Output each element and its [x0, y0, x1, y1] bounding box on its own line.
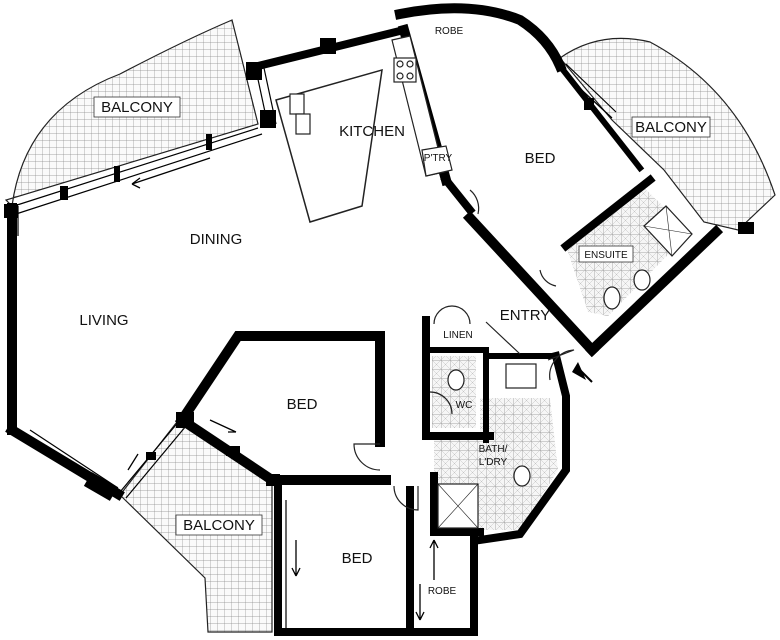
label-bed-south: BED	[342, 550, 373, 567]
toilet-icon	[447, 286, 621, 391]
label-bath-2: L'DRY	[479, 457, 508, 468]
label-linen: LINEN	[443, 330, 472, 341]
windows	[11, 63, 617, 628]
basin-icon	[505, 269, 651, 487]
label-bath-1: BATH/	[479, 444, 508, 455]
wc-floor	[432, 356, 476, 428]
label-balcony-ne: BALCONY	[635, 119, 707, 136]
label-robe-top: ROBE	[435, 26, 464, 37]
label-bed-center: BED	[287, 396, 318, 413]
pantry-cupboard	[421, 145, 453, 177]
label-robe-south: ROBE	[428, 586, 457, 597]
wall-posts	[4, 38, 754, 501]
kitchen-island	[275, 68, 383, 223]
door-swings	[353, 189, 575, 511]
shower-icon	[437, 205, 693, 529]
label-pantry: P'TRY	[424, 153, 453, 164]
label-bed-ne: BED	[525, 150, 556, 167]
label-living: LIVING	[79, 312, 128, 329]
label-wc: WC	[456, 400, 473, 411]
label-entry: ENTRY	[500, 307, 551, 324]
label-balcony-nw: BALCONY	[101, 99, 173, 116]
label-kitchen: KITCHEN	[339, 123, 405, 140]
cooktop-icon	[393, 57, 417, 83]
label-balcony-sw: BALCONY	[183, 517, 255, 534]
entry-arrow-icon	[572, 362, 593, 383]
sliding-door-arrows	[127, 157, 439, 621]
sink-icon	[289, 93, 311, 135]
label-dining: DINING	[190, 231, 243, 248]
label-ensuite: ENSUITE	[584, 250, 628, 261]
